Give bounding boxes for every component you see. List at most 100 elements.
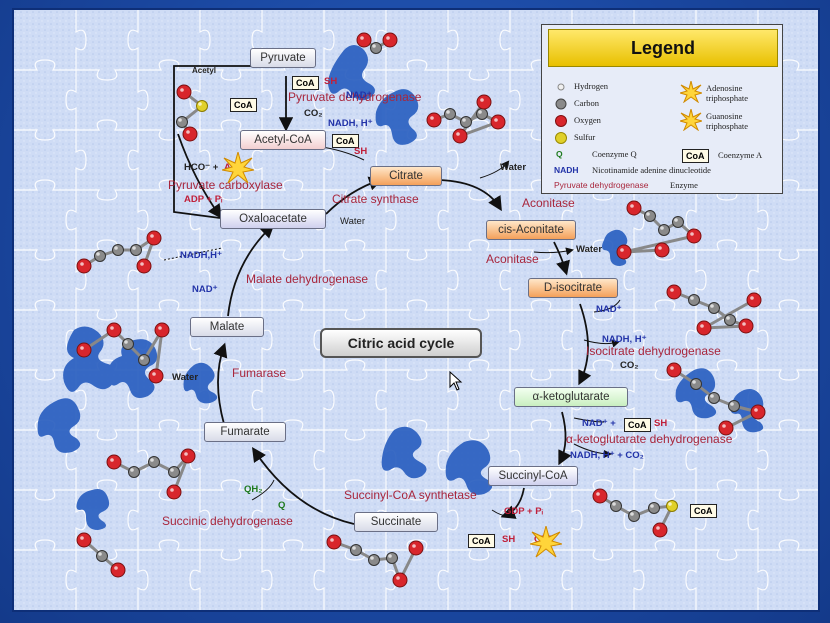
sh-tag-pyruvate: SH (324, 76, 338, 87)
nadh-co2-akg: NADH, H⁺ + CO₂ (570, 450, 644, 461)
atom-o (408, 540, 424, 556)
hco3: HCO⁻ + (184, 162, 219, 173)
atom-o (652, 522, 668, 538)
legend-nadh-label: Nicotinamide adenine dinucleotide (592, 165, 711, 175)
coa-tag-pyruvate: CoA (292, 76, 319, 90)
sh-tag-citrate-synthase: SH (354, 146, 368, 157)
atom-o (76, 258, 92, 274)
legend-enzyme-label: Enzyme (670, 180, 698, 190)
atom-s (666, 500, 678, 512)
legend-atp-label: Adenosine triphosphate (706, 83, 749, 103)
atom-o (426, 112, 442, 128)
enzyme-succinic-dehydrogenase: Succinic dehydrogenase (162, 514, 293, 528)
atp-starburst-icon (222, 152, 254, 184)
atp-icon (680, 81, 702, 103)
sulfur-icon (555, 132, 567, 144)
atom-c (130, 244, 142, 256)
atom-o (738, 318, 754, 334)
metabolite-d-isocitrate[interactable]: D-isocitrate (528, 278, 618, 298)
coa-tag-acetyl: CoA (230, 98, 257, 112)
carbon-icon (555, 98, 567, 110)
nadh-isocitrate: NADH, H⁺ (602, 334, 647, 345)
coa-tag-molecule: CoA (690, 504, 717, 518)
coenzyme-q-icon: Q (556, 149, 563, 159)
atom-o (106, 322, 122, 338)
atom-o (146, 230, 162, 246)
gtp-starburst-icon (530, 526, 562, 558)
metabolite-citrate[interactable]: Citrate (370, 166, 442, 186)
water-citrate: Water (500, 162, 527, 173)
adp-pi-pyruvate-carboxylase: ADP + Pᵢ (184, 194, 223, 205)
water-aconitase: Water (576, 244, 603, 255)
atom-c (476, 108, 488, 120)
atom-c (176, 116, 188, 128)
metabolite-fumarate[interactable]: Fumarate (204, 422, 286, 442)
puzzle-board[interactable]: Pyruvate Acetyl-CoA Citrate cis-Aconitat… (12, 8, 820, 612)
diagram-title[interactable]: Citric acid cycle (320, 328, 482, 358)
atom-c (724, 314, 736, 326)
coa-tag-succinyl: CoA (468, 534, 495, 548)
atom-c (112, 244, 124, 256)
gtp-icon (680, 109, 702, 131)
atom-c (122, 338, 134, 350)
enzyme-fumarase: Fumarase (232, 366, 287, 380)
hydrogen-icon (557, 83, 565, 91)
legend-sulfur-label: Sulfur (574, 132, 596, 142)
mouse-cursor-icon (449, 371, 463, 391)
legend-carbon-label: Carbon (574, 98, 600, 108)
co2-isocitrate: CO₂ (620, 360, 639, 371)
metabolite-cis-aconitate[interactable]: cis-Aconitate (486, 220, 576, 240)
atom-c (648, 502, 660, 514)
atom-c (370, 42, 382, 54)
coa-icon: CoA (682, 149, 709, 163)
enzyme-isocitrate-dehydrogenase: Isocitrate dehydrogenase (586, 344, 721, 358)
atom-o (490, 114, 506, 130)
acetyl-label: Acetyl (192, 66, 217, 75)
metabolite-succinate[interactable]: Succinate (354, 512, 438, 532)
atom-o (452, 128, 468, 144)
atom-o (654, 242, 670, 258)
enzyme-aconitase-1: Aconitase (522, 196, 575, 210)
nad-isocitrate: NAD⁺ (596, 304, 622, 315)
atom-o (666, 362, 682, 378)
legend-coenzyme-q-label: Coenzyme Q (592, 149, 637, 159)
enzyme-sample-icon: Pyruvate dehydrogenase (554, 180, 649, 190)
atom-o (746, 292, 762, 308)
atom-o (182, 126, 198, 142)
oxygen-icon (555, 115, 567, 127)
atom-c (350, 544, 362, 556)
atom-c (690, 378, 702, 390)
atom-o (106, 454, 122, 470)
co2-pyruvate: CO₂ (304, 108, 323, 119)
sh-tag-succinyl: SH (502, 534, 516, 545)
atom-c (460, 116, 472, 128)
atom-c (708, 392, 720, 404)
atom-c (610, 500, 622, 512)
atom-c (444, 108, 456, 120)
atom-o (616, 244, 632, 260)
atom-o (686, 228, 702, 244)
atom-c (658, 224, 670, 236)
metabolite-malate[interactable]: Malate (190, 317, 264, 337)
atom-c (368, 554, 380, 566)
atom-c (386, 552, 398, 564)
atom-o (110, 562, 126, 578)
atom-o (476, 94, 492, 110)
atom-c (128, 466, 140, 478)
nad-akg: NAD⁺ + (582, 418, 616, 429)
enzyme-aconitase-2: Aconitase (486, 252, 539, 266)
metabolite-pyruvate[interactable]: Pyruvate (250, 48, 316, 68)
metabolite-alpha-ketoglutarate[interactable]: α-ketoglutarate (514, 387, 628, 407)
metabolite-acetyl-coa[interactable]: Acetyl-CoA (240, 130, 326, 150)
atom-o (696, 320, 712, 336)
legend-title: Legend (548, 29, 778, 67)
enzyme-malate-dehydrogenase: Malate dehydrogenase (246, 272, 369, 286)
atom-o (136, 258, 152, 274)
atom-o (392, 572, 408, 588)
enzyme-succinyl-coa-synthetase: Succinyl-CoA synthetase (344, 488, 477, 502)
metabolite-oxaloacetate[interactable]: Oxaloacetate (220, 209, 326, 229)
qh2: QH₂ (244, 484, 263, 495)
nadh-pyruvate: NADH, H⁺ (328, 118, 373, 129)
metabolite-succinyl-coa[interactable]: Succinyl-CoA (488, 466, 578, 486)
atom-o (326, 534, 342, 550)
